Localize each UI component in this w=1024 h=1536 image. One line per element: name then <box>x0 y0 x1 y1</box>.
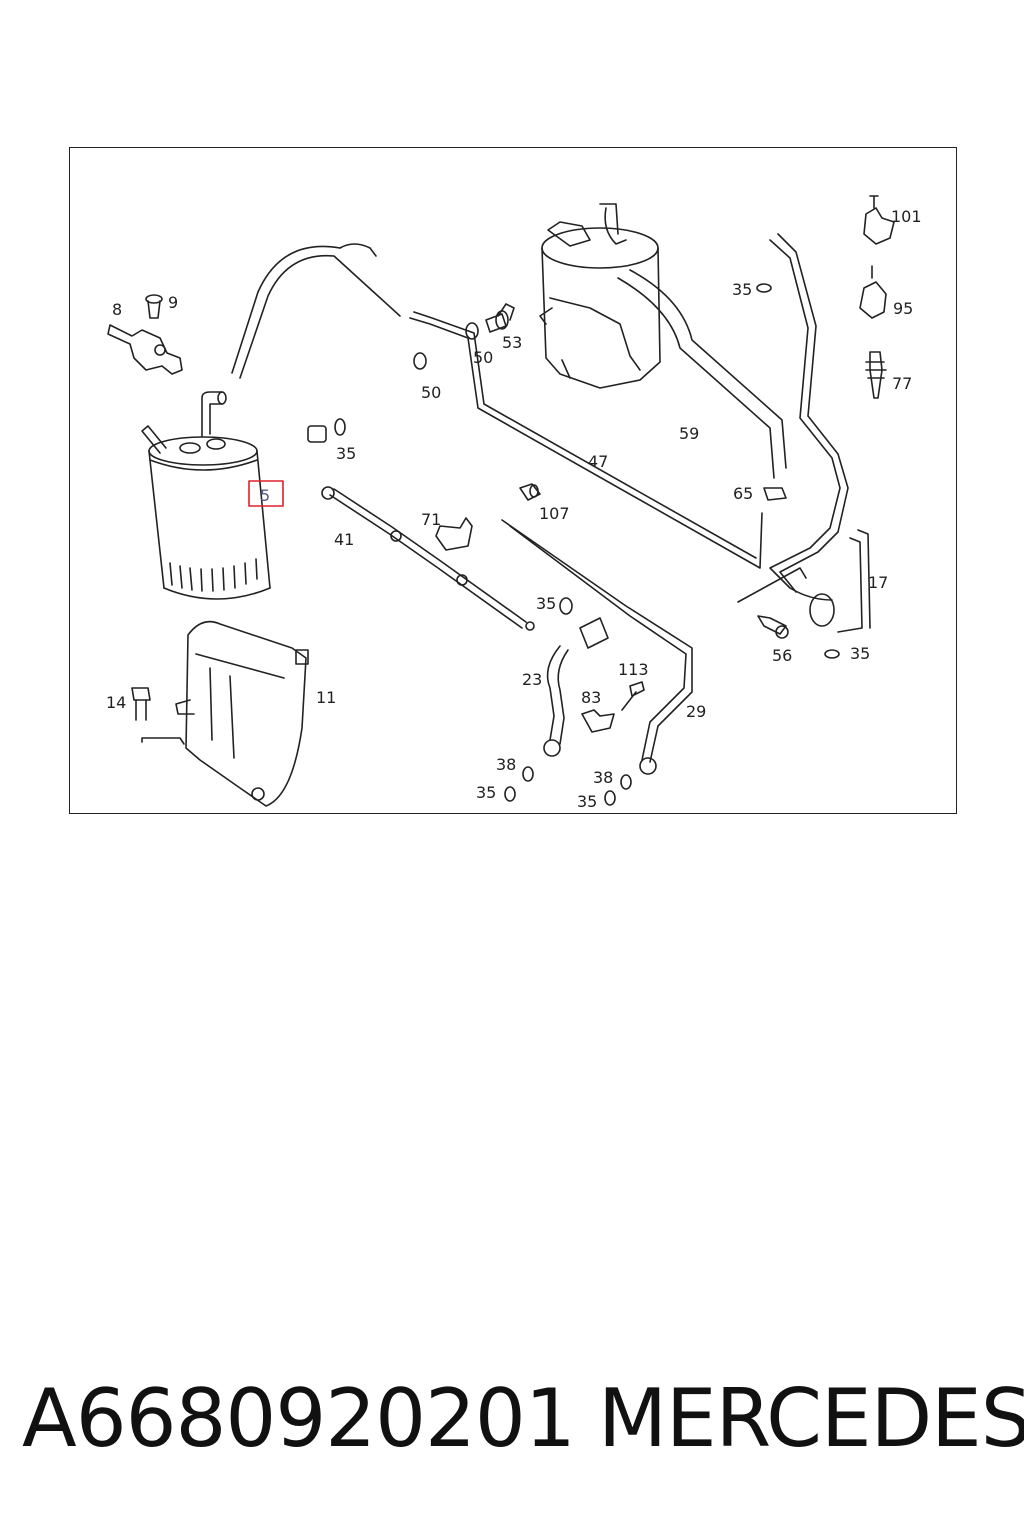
label-101[interactable]: 101 <box>891 207 922 226</box>
label-17[interactable]: 17 <box>868 573 888 592</box>
part-labels: 5 8 9 11 14 17 23 29 35 35 35 35 35 35 3… <box>106 207 922 811</box>
label-53[interactable]: 53 <box>502 333 522 352</box>
washer-50-a[interactable] <box>465 322 479 340</box>
seal-35-b[interactable] <box>559 597 573 615</box>
part-caption: A6680920201 MERCEDES <box>22 1372 1024 1472</box>
fuel-line-29[interactable] <box>501 519 693 775</box>
label-50-b[interactable]: 50 <box>421 383 441 402</box>
label-35-d[interactable]: 35 <box>577 792 597 811</box>
label-11[interactable]: 11 <box>316 688 336 707</box>
valve-101[interactable] <box>863 195 895 245</box>
label-35-a[interactable]: 35 <box>336 444 356 463</box>
bracket-11[interactable] <box>175 620 309 807</box>
clip-107[interactable] <box>519 483 541 501</box>
label-113[interactable]: 113 <box>618 660 649 679</box>
label-38-b[interactable]: 38 <box>593 768 613 787</box>
label-29[interactable]: 29 <box>686 702 706 721</box>
label-95[interactable]: 95 <box>893 299 913 318</box>
label-65[interactable]: 65 <box>733 484 753 503</box>
seal-38-b[interactable] <box>620 774 632 790</box>
label-71[interactable]: 71 <box>421 510 441 529</box>
clamp-connector[interactable] <box>307 425 327 443</box>
label-77[interactable]: 77 <box>892 374 912 393</box>
part-number: A6680920201 <box>22 1372 576 1465</box>
clip-71[interactable] <box>435 517 473 551</box>
label-35-b[interactable]: 35 <box>536 594 556 613</box>
seal-35-c[interactable] <box>504 786 516 802</box>
parts-diagram: 5 8 9 11 14 17 23 29 35 35 35 35 35 35 3… <box>69 147 957 814</box>
label-56[interactable]: 56 <box>772 646 792 665</box>
fuel-line-17[interactable] <box>769 233 871 633</box>
label-83[interactable]: 83 <box>581 688 601 707</box>
label-35-c[interactable]: 35 <box>476 783 496 802</box>
seal-38-a[interactable] <box>522 766 534 782</box>
label-38-a[interactable]: 38 <box>496 755 516 774</box>
seal-35-d[interactable] <box>604 790 616 806</box>
label-9[interactable]: 9 <box>168 293 178 312</box>
washer-50-b[interactable] <box>413 352 427 370</box>
label-50-a[interactable]: 50 <box>473 348 493 367</box>
fuel-filter-5[interactable] <box>141 391 271 600</box>
label-41[interactable]: 41 <box>334 530 354 549</box>
fuel-line-47[interactable] <box>231 243 763 569</box>
label-107[interactable]: 107 <box>539 504 570 523</box>
seal-35-e[interactable] <box>756 283 772 293</box>
label-23[interactable]: 23 <box>522 670 542 689</box>
label-14[interactable]: 14 <box>106 693 126 712</box>
brand-name: MERCEDES <box>598 1372 1024 1465</box>
label-5[interactable]: 5 <box>260 486 270 505</box>
banjo-bolt-53[interactable] <box>485 303 515 333</box>
valve-95[interactable] <box>859 265 887 319</box>
seal-35-a[interactable] <box>334 418 346 436</box>
fuel-line-41[interactable] <box>321 486 535 631</box>
label-35-f[interactable]: 35 <box>850 644 870 663</box>
label-47[interactable]: 47 <box>588 452 608 471</box>
label-59[interactable]: 59 <box>679 424 699 443</box>
fuel-system-exploded-view: 5 8 9 11 14 17 23 29 35 35 35 35 35 35 3… <box>106 195 922 811</box>
highlight-box-part-5 <box>248 480 284 507</box>
bolt-56[interactable] <box>737 567 807 639</box>
bracket-83[interactable] <box>581 709 615 733</box>
fuel-pump-59[interactable] <box>539 203 787 479</box>
fuel-line-23[interactable] <box>543 617 609 757</box>
fitting-65[interactable] <box>763 487 787 501</box>
bolt-113[interactable] <box>621 681 645 711</box>
label-35-e[interactable]: 35 <box>732 280 752 299</box>
bolt-14[interactable] <box>131 687 185 745</box>
seal-35-f[interactable] <box>824 649 840 659</box>
bolt-9[interactable] <box>145 294 163 319</box>
fitting-8[interactable] <box>107 324 183 375</box>
valve-77[interactable] <box>865 351 887 399</box>
label-8[interactable]: 8 <box>112 300 122 319</box>
